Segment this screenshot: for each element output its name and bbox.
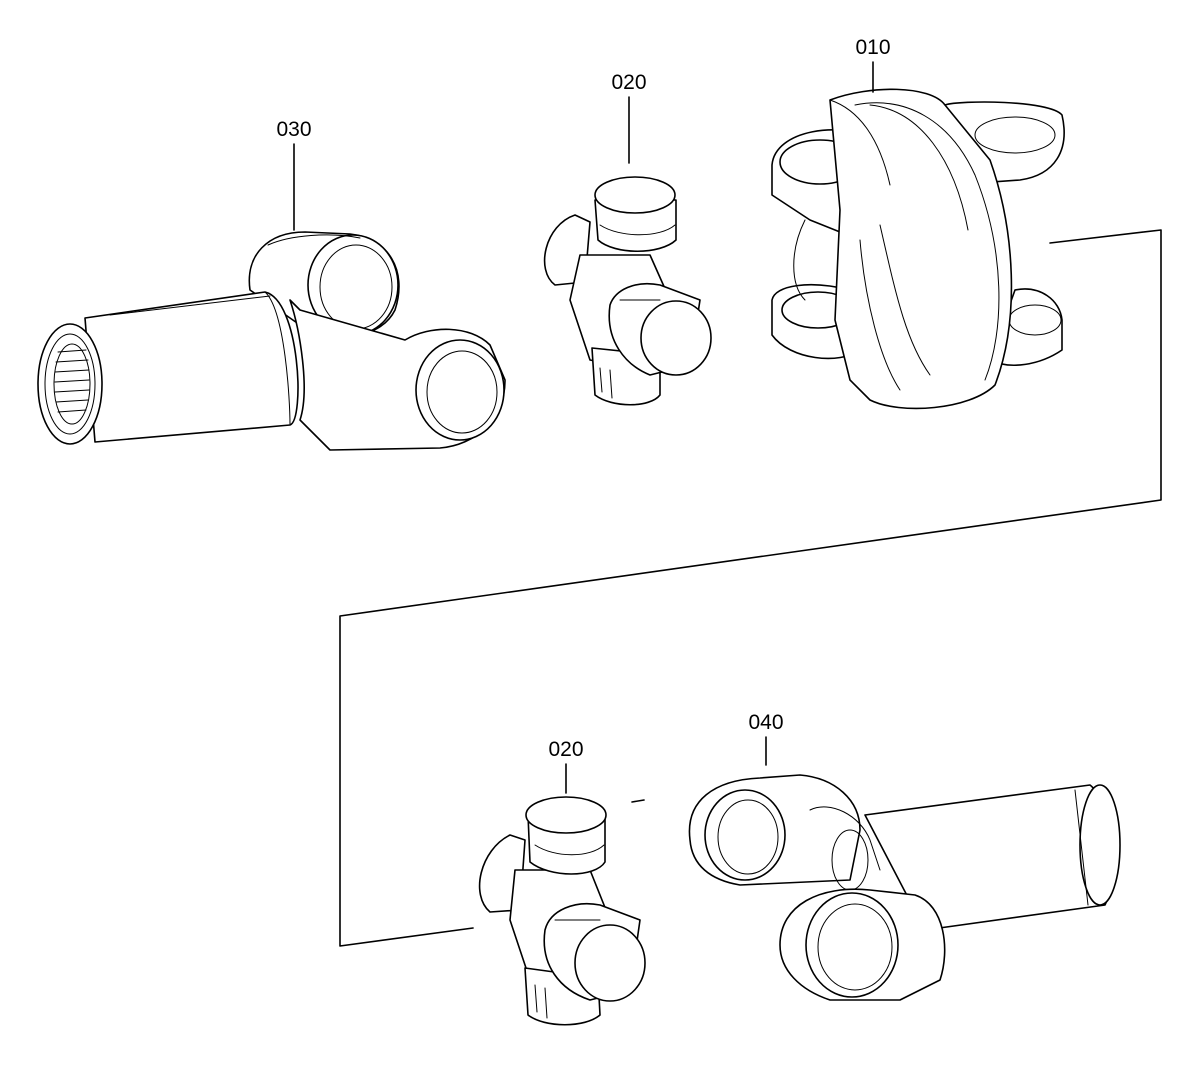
- callout-label-030: 030: [276, 118, 311, 141]
- assembly-path-tick: [631, 799, 645, 803]
- part-020-cross-lower[interactable]: [478, 796, 646, 1026]
- callout-010: 010: [855, 36, 891, 93]
- part-030-slip-yoke[interactable]: [37, 231, 506, 451]
- part-020-cross-upper[interactable]: [543, 176, 712, 406]
- callout-030: 030: [276, 118, 312, 231]
- assembly-path-line: [339, 229, 1162, 947]
- part-040-weld-yoke[interactable]: [688, 774, 1121, 1001]
- callout-040: 040: [748, 711, 784, 766]
- callout-020-lower: 020: [548, 738, 584, 794]
- spline-teeth: [54, 349, 90, 413]
- callout-label-020-lower: 020: [548, 738, 583, 761]
- part-010-flange-yoke[interactable]: [771, 88, 1065, 410]
- callout-label-010: 010: [855, 36, 890, 59]
- callout-label-020-upper: 020: [611, 71, 646, 94]
- callout-020-upper: 020: [611, 71, 647, 164]
- callout-label-040: 040: [748, 711, 783, 734]
